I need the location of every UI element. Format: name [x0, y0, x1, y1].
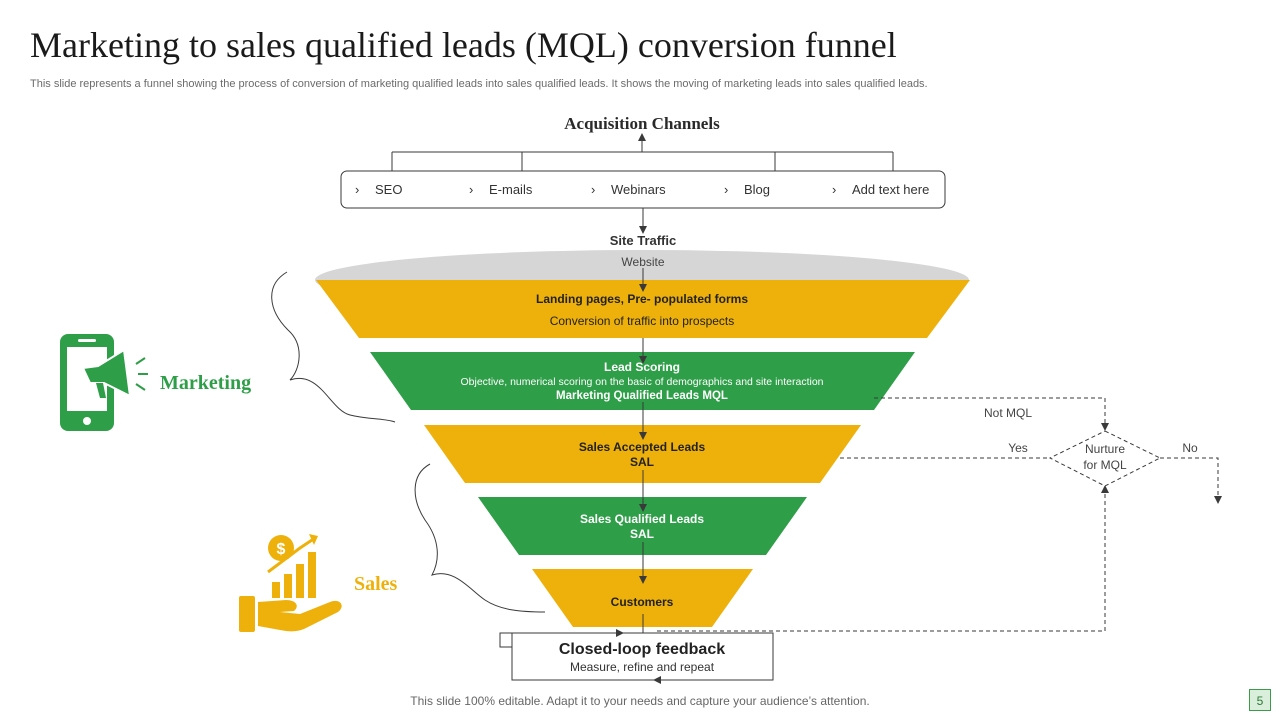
channel-blog: Blog — [744, 182, 770, 197]
stage2-title: Lead Scoring — [604, 360, 680, 374]
chevron-right-icon: › — [832, 182, 836, 197]
slide-title: Marketing to sales qualified leads (MQL)… — [30, 25, 897, 65]
acquisition-heading: Acquisition Channels — [564, 114, 720, 133]
stage1-desc: Conversion of traffic into prospects — [550, 314, 735, 328]
chevron-right-icon: › — [591, 182, 595, 197]
funnel-stage-customers — [532, 569, 753, 627]
feedback-to-nurture-connector — [657, 485, 1109, 632]
stage2-desc: Objective, numerical scoring on the basi… — [460, 376, 823, 388]
funnel-stage-sql — [478, 497, 807, 555]
channel-add-text: Add text here — [852, 182, 929, 197]
channel-emails: E-mails — [489, 182, 533, 197]
slide-footer: This slide 100% editable. Adapt it to yo… — [410, 694, 870, 708]
funnel-stage-landing — [316, 280, 970, 338]
stage2-sub: Marketing Qualified Leads MQL — [556, 390, 728, 402]
site-traffic-label: Site Traffic — [610, 233, 676, 248]
funnel-stage-sal — [424, 425, 861, 483]
nurture-line1: Nurture — [1085, 442, 1125, 456]
not-mql-connector — [874, 397, 1109, 431]
sales-label: Sales — [354, 573, 398, 595]
sales-brace — [414, 463, 546, 613]
feedback-title: Closed-loop feedback — [559, 641, 725, 658]
chevron-right-icon: › — [724, 182, 728, 197]
marketing-label: Marketing — [160, 372, 251, 394]
channel-seo: SEO — [375, 182, 402, 197]
stage3-line1: Sales Accepted Leads — [579, 440, 706, 454]
feedback-loop-arrow — [499, 629, 624, 648]
svg-text:$: $ — [277, 541, 286, 558]
page-number: 5 — [1249, 689, 1271, 711]
channel-webinars: Webinars — [611, 182, 666, 197]
feedback-box — [511, 632, 774, 681]
hand-dollar-chart-icon: $ — [239, 534, 342, 632]
phone-megaphone-icon — [60, 334, 148, 431]
chevron-right-icon: › — [355, 182, 359, 197]
not-mql-label: Not MQL — [984, 406, 1032, 420]
marketing-brace — [271, 271, 396, 423]
stage5-title: Customers — [611, 595, 674, 609]
chevron-right-icon: › — [469, 182, 473, 197]
funnel-stage-lead-scoring — [370, 352, 915, 410]
feedback-desc: Measure, refine and repeat — [570, 660, 715, 674]
stage4-line2: SAL — [630, 527, 654, 541]
stage4-line1: Sales Qualified Leads — [580, 512, 704, 526]
stage1-title: Landing pages, Pre- populated forms — [536, 292, 748, 306]
no-label: No — [1182, 441, 1198, 455]
channel-list: › SEO › E-mails › Webinars › Blog › Add … — [355, 182, 929, 197]
stage3-line2: SAL — [630, 455, 654, 469]
website-label: Website — [621, 255, 664, 269]
nurture-decision-diamond — [1048, 430, 1162, 487]
nurture-line2: for MQL — [1083, 458, 1127, 472]
slide-subtitle: This slide represents a funnel showing t… — [30, 78, 928, 90]
no-connector — [1160, 457, 1222, 504]
yes-label: Yes — [1008, 441, 1028, 455]
